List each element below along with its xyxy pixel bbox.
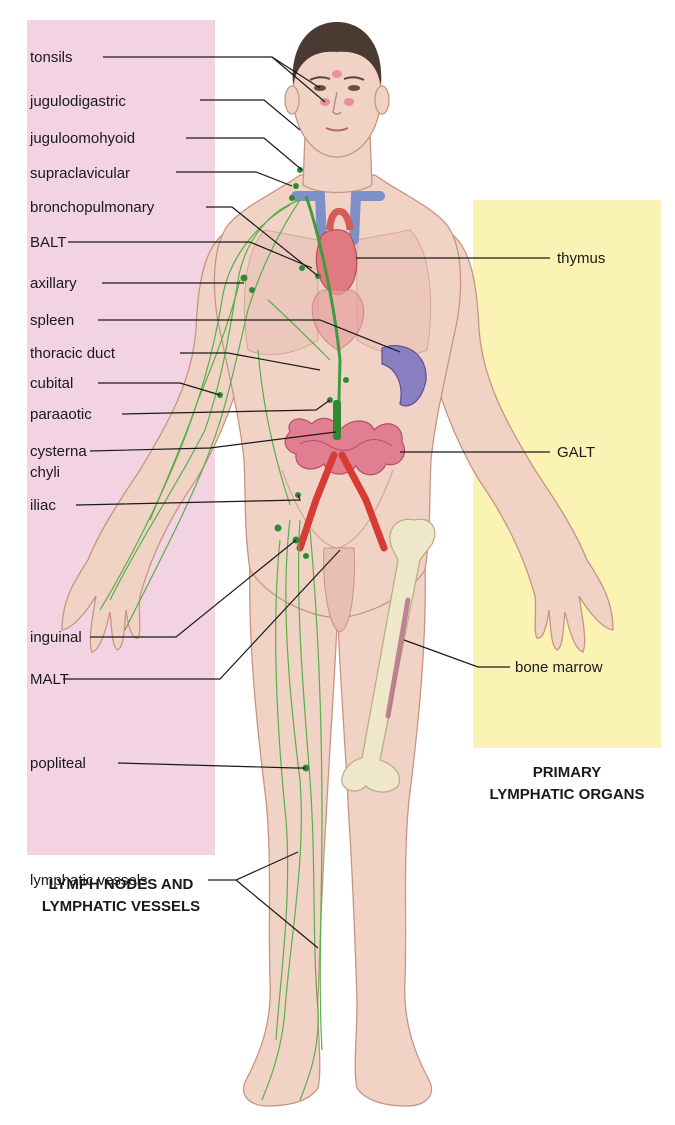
label-paraaotic: paraaotic	[30, 406, 92, 423]
node-bronchopulmonary-1	[299, 265, 305, 271]
label-inguinal: inguinal	[30, 629, 82, 646]
node-inguinal-3	[303, 553, 309, 559]
left-ear	[285, 86, 299, 114]
label-thymus: thymus	[557, 250, 605, 267]
right-eye	[348, 85, 360, 91]
caption-primary-line2: LYMPHATIC ORGANS	[489, 786, 644, 803]
label-spleen: spleen	[30, 312, 74, 329]
label-supraclavicular: supraclavicular	[30, 165, 130, 182]
caption-secondary-line1: LYMPH NODES AND	[49, 876, 194, 893]
label-jugulodigastric: jugulodigastric	[29, 93, 126, 110]
label-tonsils: tonsils	[30, 49, 73, 66]
adenoid	[332, 70, 342, 78]
node-paraaotic-2	[343, 377, 349, 383]
label-cubital: cubital	[30, 375, 73, 392]
cysterna-chyli-sac	[333, 400, 341, 440]
left-leg	[243, 560, 338, 1106]
node-inguinal-1	[275, 525, 282, 532]
left-lung	[244, 230, 318, 355]
label-axillary: axillary	[30, 275, 77, 292]
tonsil-right	[344, 98, 354, 106]
label-chyli: chyli	[30, 464, 60, 481]
caption-primary-line1: PRIMARY	[533, 764, 602, 781]
label-bone-marrow: bone marrow	[515, 659, 603, 676]
label-juguloomohyoid: juguloomohyoid	[29, 130, 135, 147]
caption-secondary-line2: LYMPHATIC VESSELS	[42, 898, 200, 915]
label-bronchopulmonary: bronchopulmonary	[30, 199, 155, 216]
label-galt: GALT	[557, 444, 595, 461]
label-malt: MALT	[30, 671, 69, 688]
node-supraclavicular	[289, 195, 295, 201]
node-axillary-2	[249, 287, 255, 293]
right-ear	[375, 86, 389, 114]
label-cysterna: cysterna	[30, 443, 87, 460]
node-axillary-1	[241, 275, 248, 282]
label-popliteal: popliteal	[30, 755, 86, 772]
label-iliac: iliac	[30, 497, 56, 514]
right-lung	[357, 230, 431, 355]
label-thoracic-duct: thoracic duct	[30, 345, 116, 362]
label-balt: BALT	[30, 234, 66, 251]
node-cervical-2	[293, 183, 299, 189]
